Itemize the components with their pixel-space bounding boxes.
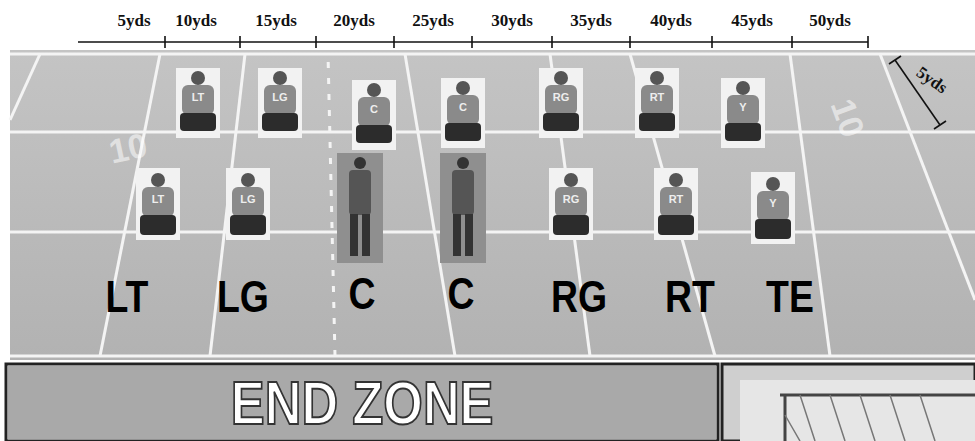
yard-label: 30yds bbox=[491, 12, 533, 29]
yard-label: 25yds bbox=[412, 12, 454, 29]
yard-label: 50yds bbox=[809, 12, 851, 29]
yard-label: 40yds bbox=[650, 12, 692, 29]
jersey-label: LG bbox=[272, 92, 287, 103]
yard-number: 10 bbox=[106, 127, 150, 168]
yard-bracket bbox=[78, 36, 868, 48]
turf bbox=[10, 50, 975, 360]
jersey-label: Y bbox=[739, 102, 746, 113]
jersey-label: LT bbox=[152, 194, 165, 205]
position-label: RG bbox=[551, 275, 607, 319]
yard-label: 20yds bbox=[333, 12, 375, 29]
jersey-label: RG bbox=[563, 194, 580, 205]
players-front bbox=[176, 68, 765, 150]
end-zone-band: END ZONE bbox=[8, 366, 716, 439]
jersey-label: C bbox=[459, 102, 467, 113]
goal-photo bbox=[722, 364, 975, 441]
position-label: LT bbox=[106, 275, 149, 319]
jersey-label: RT bbox=[669, 194, 684, 205]
jersey-label: LG bbox=[240, 194, 255, 205]
yard-label: 5yds bbox=[117, 12, 150, 29]
yard-label: 15yds bbox=[255, 12, 297, 29]
yard-label: 45yds bbox=[731, 12, 773, 29]
end-zone-text: END ZONE bbox=[231, 372, 494, 434]
jersey-label: RT bbox=[650, 92, 665, 103]
jersey-label: RG bbox=[553, 92, 570, 103]
jersey-label: LT bbox=[192, 92, 205, 103]
jersey-label: Y bbox=[769, 198, 776, 209]
players-back bbox=[136, 153, 795, 263]
position-label: TE bbox=[766, 275, 814, 319]
position-label: LG bbox=[217, 275, 269, 319]
field-lines bbox=[10, 54, 975, 356]
jersey-label: C bbox=[370, 104, 378, 115]
position-label: RT bbox=[665, 275, 715, 319]
position-label: C bbox=[348, 272, 375, 316]
yard-label: 35yds bbox=[570, 12, 612, 29]
yard-label: 10yds bbox=[175, 12, 217, 29]
position-label: C bbox=[447, 272, 474, 316]
end-zone-frame bbox=[6, 364, 718, 441]
